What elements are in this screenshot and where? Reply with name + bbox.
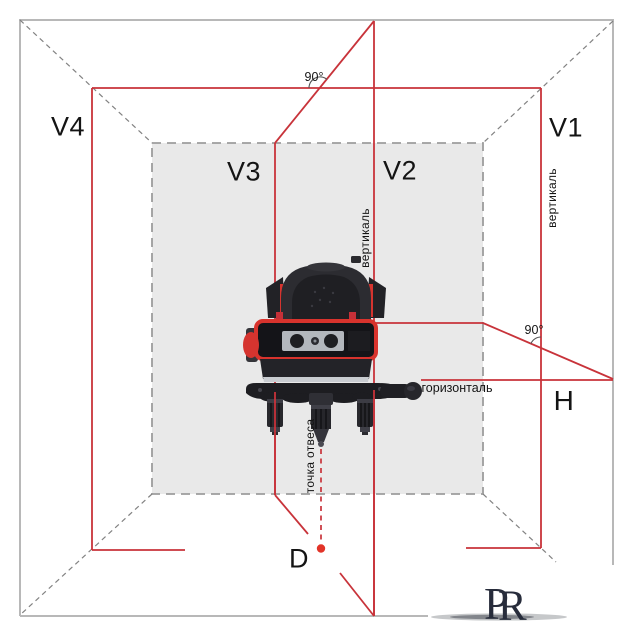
diagonal-top-right	[482, 20, 614, 144]
device-window	[243, 319, 378, 362]
brand-logo: P R	[482, 582, 542, 629]
ceiling-diagonal-laser	[274, 20, 375, 144]
diagonal-bottom-right	[482, 493, 557, 563]
label-horizontal: горизонталь	[421, 380, 493, 395]
label-plumb-point: точка отвеса	[303, 418, 317, 494]
device-knob	[243, 332, 259, 358]
device-head	[276, 262, 371, 322]
laser-lines-over-device	[274, 390, 375, 616]
laser-level-device	[243, 256, 422, 447]
label-h: H	[553, 385, 575, 416]
device-foot-center	[309, 393, 333, 447]
outer-wall-border	[19, 19, 614, 616]
label-d: D	[289, 543, 309, 574]
label-v4: V4	[50, 111, 86, 142]
label-vertical-v1: вертикаль	[545, 168, 559, 228]
v2-floor-diagonal	[339, 572, 375, 617]
device-feet	[267, 393, 373, 447]
room-outline	[19, 19, 614, 617]
diagonal-bottom-left	[19, 493, 153, 616]
logo-letter-p: P	[484, 579, 510, 629]
diagonal-top-left	[19, 19, 153, 144]
h-laser-side-wall	[482, 322, 614, 380]
label-v1: V1	[548, 112, 584, 143]
wall-angle-arc	[530, 336, 542, 344]
device-handle	[380, 382, 422, 400]
logo-letter-r: R	[498, 583, 527, 630]
ceiling-angle-arc	[308, 76, 328, 89]
plumb-line-group	[316, 449, 326, 553]
v3-floor-diagonal	[274, 494, 309, 535]
plumb-dot	[316, 544, 326, 553]
device-foot-right	[357, 399, 373, 435]
laser-lines	[91, 20, 614, 617]
angle-arcs	[308, 76, 542, 344]
label-v2: V2	[382, 155, 418, 186]
perspective-diagonals	[19, 19, 614, 616]
logo-swoosh	[431, 613, 567, 621]
label-v3: V3	[226, 156, 262, 187]
label-angle-ceiling: 90°	[304, 69, 324, 84]
device-base	[246, 359, 398, 403]
label-vertical-v2: вертикаль	[358, 208, 372, 268]
label-angle-wall: 90°	[524, 322, 544, 337]
camera-watermark-icon	[351, 256, 361, 263]
